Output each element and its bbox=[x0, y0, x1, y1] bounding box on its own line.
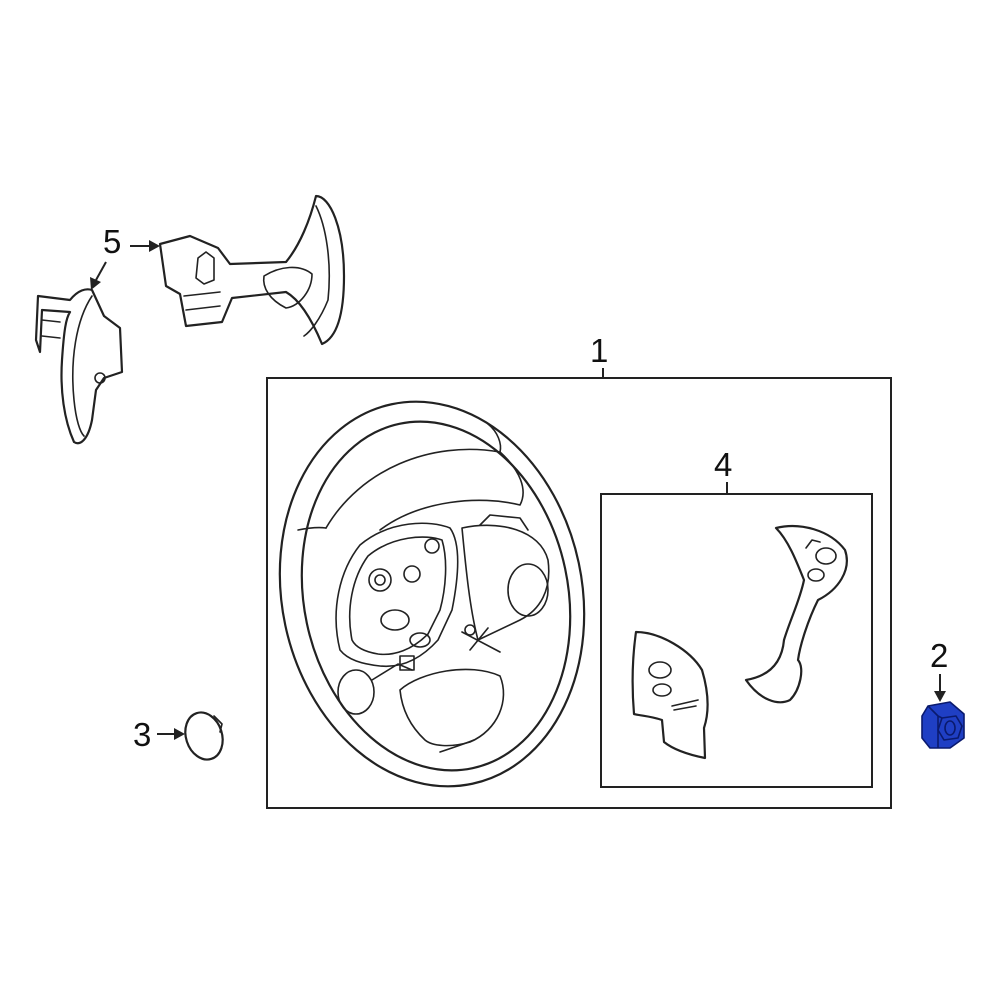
rim-seam-top bbox=[487, 423, 502, 453]
spoke-left-frame bbox=[335, 522, 459, 668]
paddle-left-edge bbox=[72, 295, 93, 437]
paddle-left-ribs bbox=[41, 319, 61, 339]
switch-right bbox=[744, 524, 848, 704]
callout-4-label: 4 bbox=[714, 446, 732, 483]
wheel-button-1-inner bbox=[374, 574, 386, 586]
callout-5-arrowhead-down bbox=[90, 277, 101, 290]
spoke-bolt-head bbox=[464, 624, 476, 636]
paddle-right-cutout bbox=[262, 266, 313, 309]
wheel-button-5 bbox=[409, 632, 431, 648]
spoke-left-inner bbox=[348, 536, 447, 656]
callout-5-group: 5 bbox=[90, 223, 160, 290]
callout-5-arrowhead-right bbox=[149, 240, 160, 252]
steering-wheel[interactable] bbox=[245, 373, 619, 815]
hub-upper bbox=[461, 524, 550, 641]
callout-2-group: 2 bbox=[930, 637, 948, 702]
switch-left-ridges bbox=[671, 699, 699, 711]
switch-assembly[interactable] bbox=[631, 524, 848, 760]
wheel-rim-outer bbox=[278, 400, 586, 788]
callout-5-label: 5 bbox=[103, 223, 121, 260]
hub-right-pad bbox=[507, 563, 549, 617]
switch-left bbox=[631, 630, 709, 760]
paddle-right-ribs bbox=[183, 291, 221, 311]
wheel-button-4 bbox=[380, 609, 410, 631]
cap-plug-tab bbox=[213, 715, 223, 733]
spoke-lower bbox=[399, 668, 505, 747]
lower-left-pad bbox=[337, 669, 375, 715]
callout-2-label: 2 bbox=[930, 637, 948, 674]
callout-4-group: 4 bbox=[714, 446, 732, 494]
cap-plug[interactable] bbox=[179, 708, 228, 765]
wheel-button-1 bbox=[368, 568, 392, 592]
paddle-left-body bbox=[34, 288, 124, 445]
paddle-right-mount bbox=[195, 251, 215, 285]
hex-nut-edge bbox=[927, 705, 943, 748]
hex-nut[interactable] bbox=[921, 701, 965, 749]
callout-3-label: 3 bbox=[133, 716, 151, 753]
paddle-left-bolt bbox=[94, 372, 106, 384]
steering-wheel-assembly-box bbox=[266, 377, 892, 809]
lower-left-block bbox=[399, 655, 415, 671]
switch-right-edge bbox=[805, 539, 821, 549]
rim-seam-left bbox=[297, 526, 327, 531]
rim-top-pad bbox=[325, 448, 524, 531]
callout-1-label: 1 bbox=[590, 332, 608, 369]
shift-paddle-left[interactable] bbox=[34, 288, 124, 445]
cap-plug-body bbox=[184, 711, 224, 761]
switch-right-btn-2 bbox=[807, 568, 825, 582]
switch-right-btn-1 bbox=[815, 547, 837, 565]
hub-clip bbox=[479, 514, 529, 531]
switch-left-btn-2 bbox=[652, 683, 672, 697]
switch-assembly-box bbox=[600, 493, 873, 788]
callout-2-arrowhead bbox=[934, 691, 946, 702]
callout-3-group: 3 bbox=[133, 716, 185, 753]
switch-left-btn-1 bbox=[648, 661, 672, 679]
callout-3-arrowhead bbox=[174, 728, 185, 740]
lower-left-link bbox=[371, 663, 413, 681]
callout-1-group: 1 bbox=[590, 332, 608, 378]
shift-paddle-right[interactable] bbox=[158, 194, 346, 346]
hex-nut-hole bbox=[944, 720, 956, 736]
callout-5-leader-down bbox=[95, 261, 107, 281]
wheel-rim-inner bbox=[300, 420, 572, 772]
wheel-button-2 bbox=[403, 565, 421, 583]
wheel-button-3 bbox=[424, 538, 440, 554]
paddle-right-edge bbox=[303, 205, 331, 337]
